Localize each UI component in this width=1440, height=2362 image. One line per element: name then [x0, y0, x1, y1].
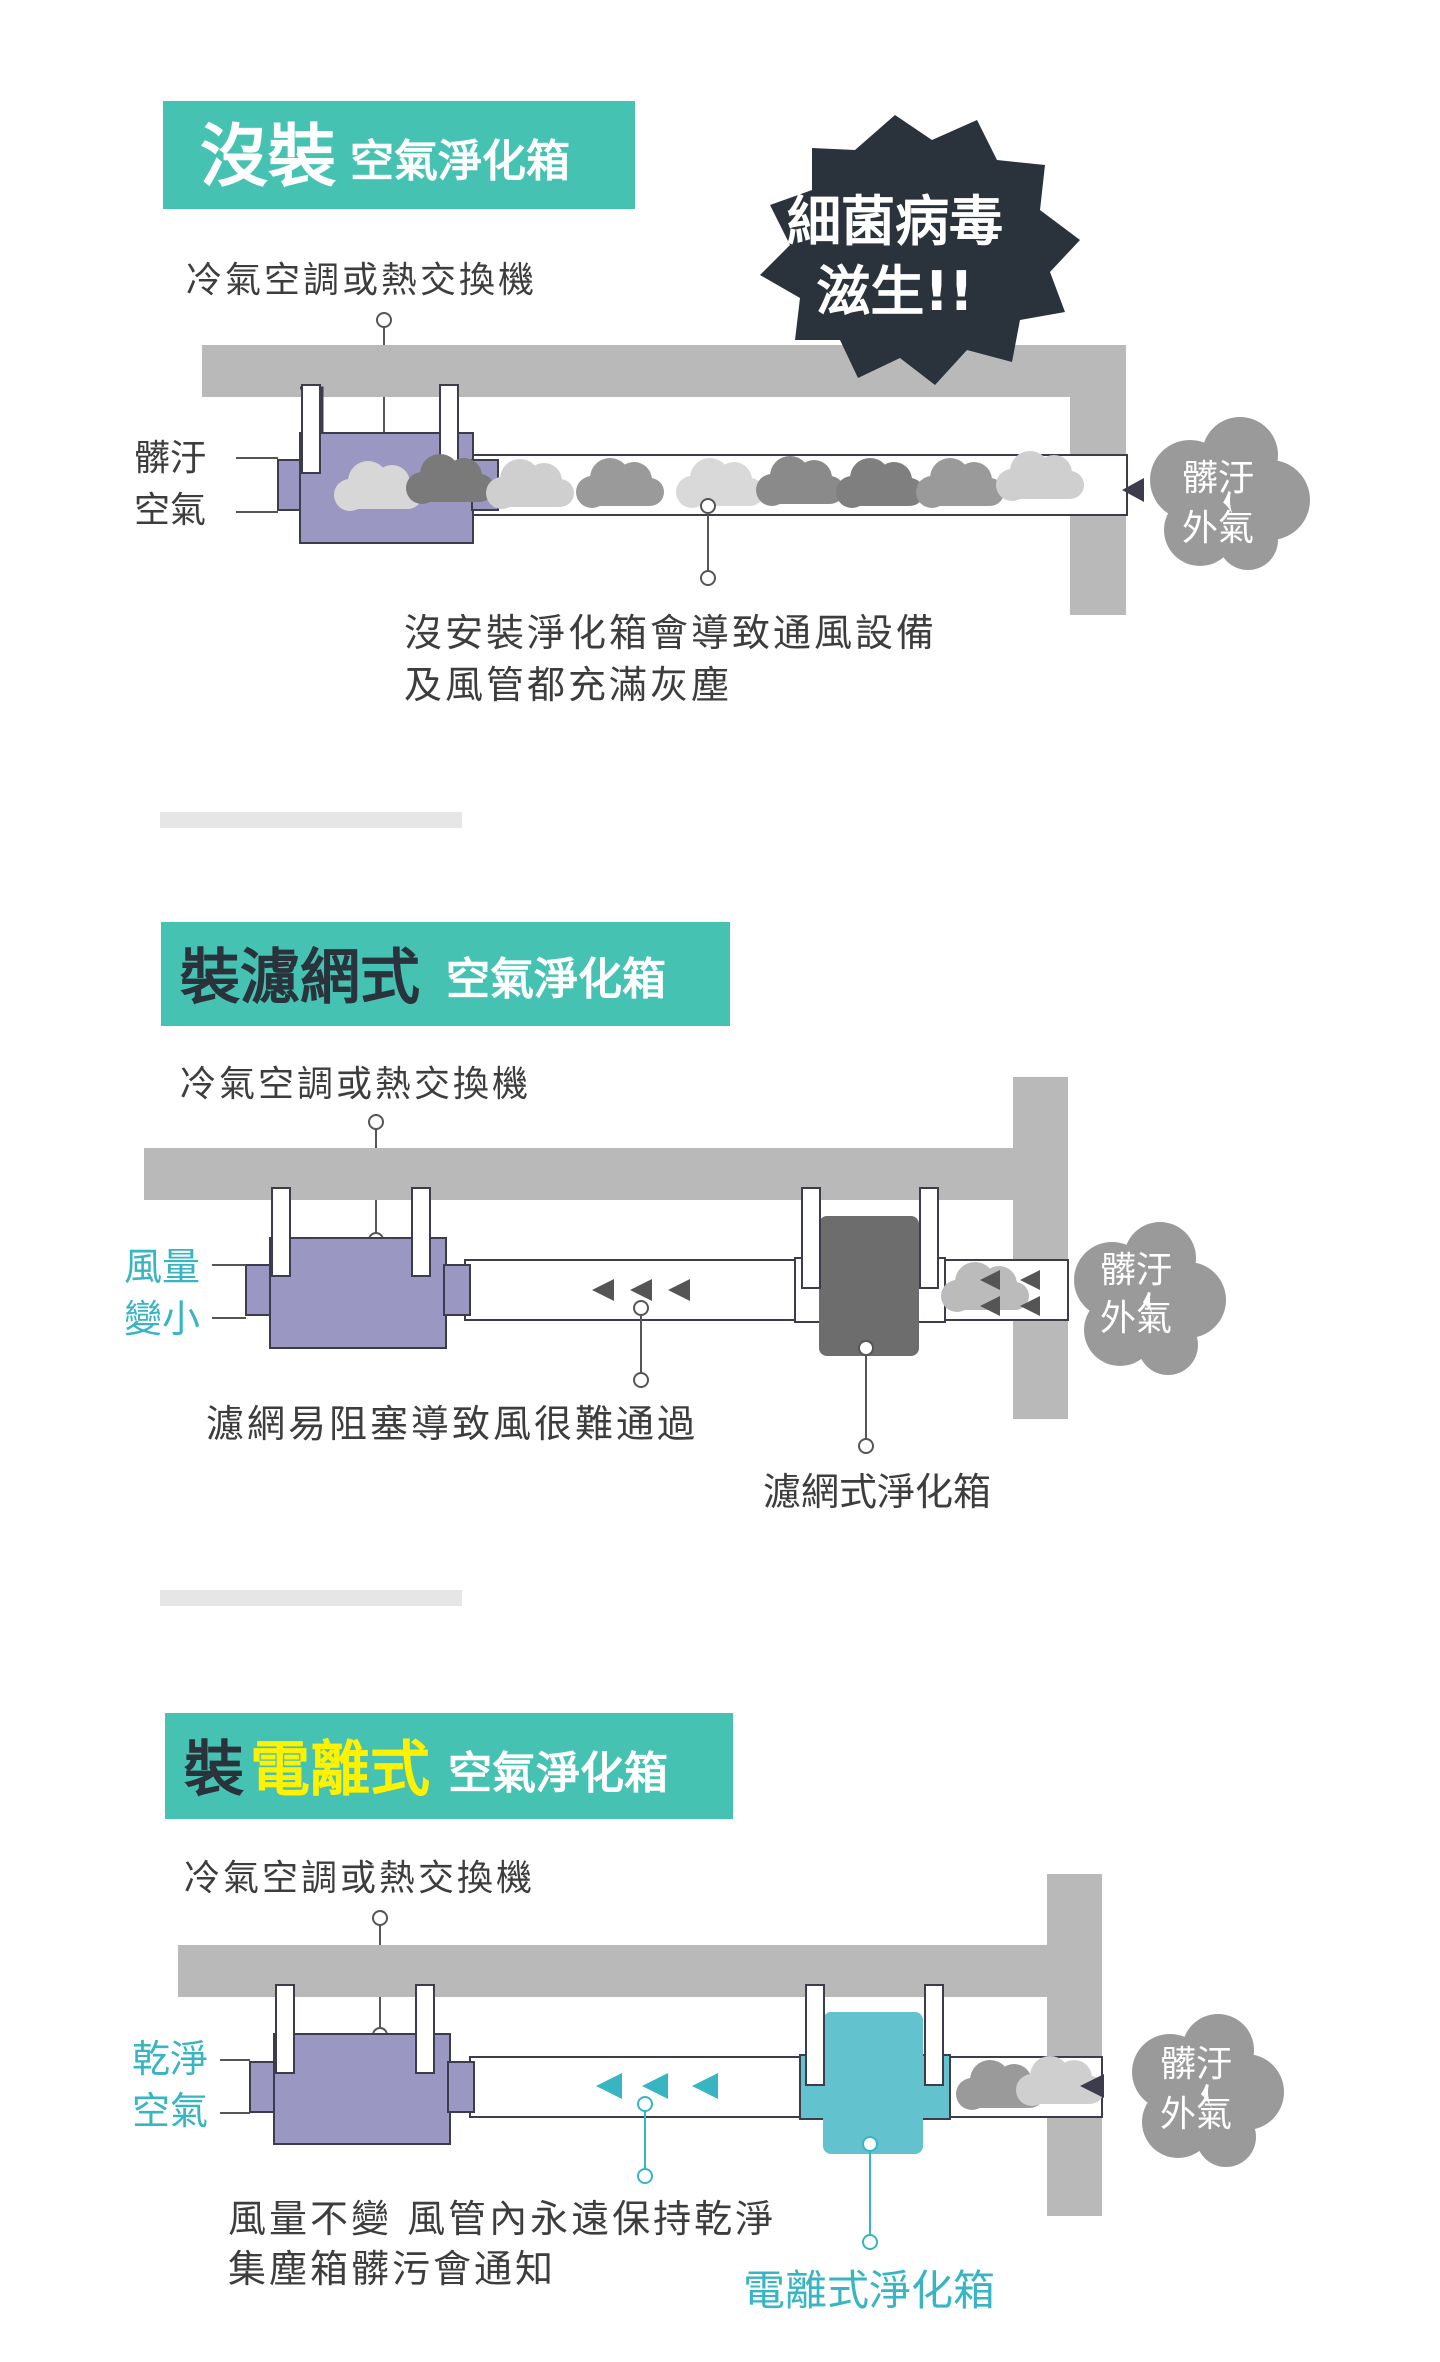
section1-right-label-2: 外氣 [1182, 508, 1254, 549]
section2-right-label-1: 髒汙 [1100, 1250, 1172, 1291]
section2-right-label-2: 外氣 [1100, 1298, 1172, 1339]
section3-right-label-2: 外氣 [1160, 2094, 1232, 2135]
section1-left-label-1: 髒汙 [134, 438, 206, 479]
section1-note-2: 及風管都充滿灰塵 [404, 663, 732, 707]
section2-title-sub: 空氣淨化箱 [446, 954, 666, 1005]
section2-wall-duct [1013, 1077, 1068, 1419]
section1-outside-air-cloud [1150, 417, 1310, 570]
section-ionizer-purifier: 裝 電離式 空氣淨化箱 冷氣空調或熱交換機 乾淨 空氣 [132, 1713, 1284, 2315]
section1-starburst-text-1: 細菌病毒 [787, 190, 1003, 253]
section2-ceiling-duct [144, 1148, 1068, 1200]
section3-title-highlight: 電離式 [250, 1735, 430, 1805]
section3-ac-label: 冷氣空調或熱交換機 [184, 1858, 535, 1899]
section2-box-label: 濾網式淨化箱 [763, 1470, 991, 1514]
section2-note: 濾網易阻塞導致風很難通過 [206, 1402, 698, 1446]
section3-airflow-arrows [596, 2073, 718, 2099]
section-filter-purifier: 裝濾網式 空氣淨化箱 冷氣空調或熱交換機 [124, 922, 1226, 1514]
section1-note-1: 沒安裝淨化箱會導致通風設備 [404, 611, 937, 655]
section1-airflow-arrow [1122, 478, 1144, 502]
section1-hanger-left [301, 384, 321, 474]
section2-airflow-arrows [592, 1279, 690, 1301]
divider-2 [160, 1590, 462, 1606]
divider-1 [160, 812, 462, 828]
section3-title-banner [165, 1713, 733, 1819]
section1-title-main: 沒裝 [200, 118, 336, 197]
section3-left-label-1: 乾淨 [132, 2037, 208, 2081]
section1-ac-label: 冷氣空調或熱交換機 [186, 260, 537, 301]
section2-ac-label: 冷氣空調或熱交換機 [180, 1064, 531, 1105]
section-no-purifier: 沒裝 空氣淨化箱 冷氣空調或熱交換機 [134, 101, 1310, 707]
section2-outside-air-cloud [1074, 1222, 1226, 1375]
section1-right-label-1: 髒汙 [1182, 458, 1254, 499]
section1-starburst [760, 115, 1080, 385]
section3-left-label-2: 空氣 [132, 2089, 208, 2133]
section2-title-banner [161, 922, 730, 1026]
section2-left-label-1: 風量 [124, 1245, 200, 1289]
section2-left-label-2: 變小 [124, 1297, 200, 1341]
section1-ac-leader-dot-top [376, 312, 392, 328]
section2-filter-box [819, 1216, 919, 1356]
section3-ceiling-duct [178, 1945, 1102, 1997]
section3-ionizer-box [823, 2012, 923, 2154]
section1-title-sub: 空氣淨化箱 [350, 136, 570, 187]
section1-starburst-text-2: 滋生!! [816, 260, 973, 323]
section3-title-pre: 裝 [184, 1735, 245, 1805]
section2-title-main: 裝濾網式 [180, 943, 420, 1013]
section3-note-2: 集塵箱髒污會通知 [228, 2247, 556, 2291]
section1-title-banner [163, 101, 635, 209]
section3-box-label: 電離式淨化箱 [743, 2266, 995, 2315]
section1-left-label-2: 空氣 [134, 490, 206, 531]
section3-note-1: 風量不變 風管內永遠保持乾淨 [228, 2197, 776, 2241]
section3-outside-air-cloud [1132, 2014, 1284, 2167]
section3-wall-duct [1047, 1874, 1102, 2216]
section3-title-sub: 空氣淨化箱 [448, 1748, 668, 1799]
section1-ceiling-duct [202, 345, 1126, 397]
section3-right-label-1: 髒汙 [1160, 2044, 1232, 2085]
